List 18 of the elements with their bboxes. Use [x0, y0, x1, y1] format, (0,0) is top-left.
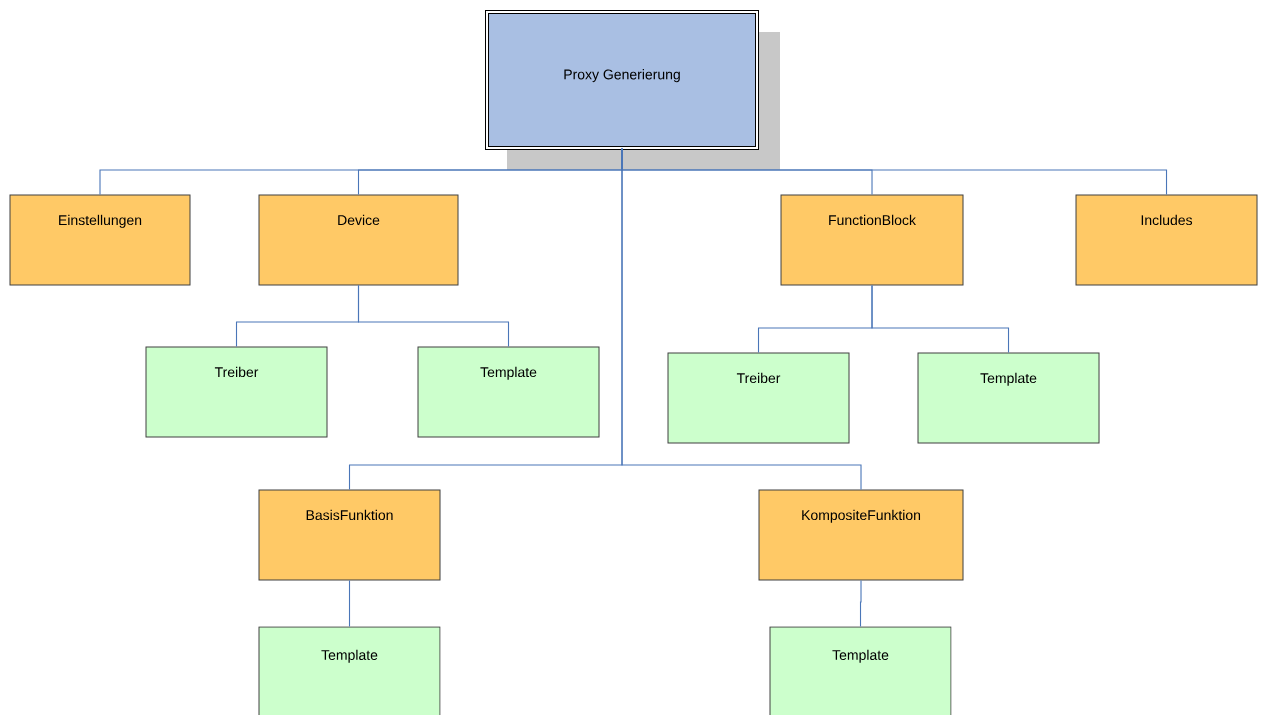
connector [621, 147, 862, 491]
category-box: Einstellungen [9, 194, 191, 286]
category-box: FunctionBlock [780, 194, 964, 286]
connector [357, 284, 510, 348]
category-box: BasisFunktion [258, 489, 441, 581]
category-box: KompositeFunktion [758, 489, 964, 581]
connector [859, 579, 862, 628]
item-box: Treiber [145, 346, 328, 438]
item-box: Template [917, 352, 1100, 444]
item-box: Template [417, 346, 600, 438]
category-box: Includes [1075, 194, 1258, 286]
root-box: Proxy Generierung [485, 10, 780, 170]
connector [348, 579, 351, 628]
item-box: Treiber [667, 352, 850, 444]
item-box: Template [258, 626, 441, 715]
category-box: Device [258, 194, 459, 286]
connector [871, 284, 1010, 354]
item-box: Template [769, 626, 952, 715]
